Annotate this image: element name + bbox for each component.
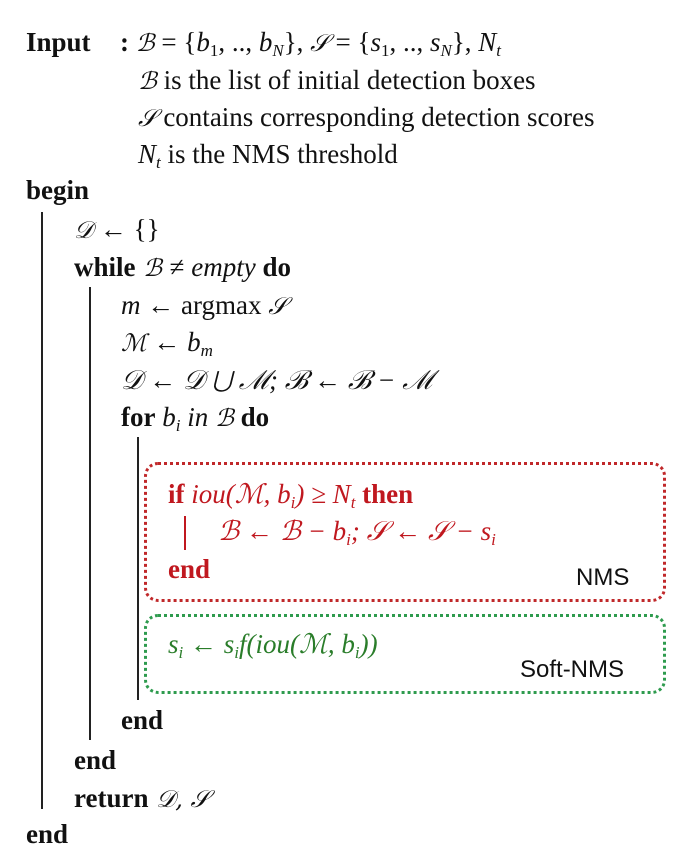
scope-line-if bbox=[184, 516, 186, 550]
while-line: while ℬ ≠ empty do bbox=[74, 251, 291, 284]
subscript: i bbox=[175, 416, 181, 435]
input-separator: : bbox=[120, 27, 130, 57]
decay-fn: )) bbox=[359, 629, 378, 659]
soft-nms-tag: Soft-NMS bbox=[520, 656, 625, 683]
text: }, bbox=[451, 27, 479, 57]
set-b-symbol: ℬ bbox=[214, 404, 234, 432]
in-keyword: in bbox=[180, 402, 215, 432]
max-box-symbol: ℳ bbox=[121, 329, 147, 357]
subscript: t bbox=[350, 493, 356, 512]
for-line: for bi in ℬ do bbox=[121, 401, 269, 434]
index-var: m bbox=[121, 290, 141, 320]
input-desc-boxes: ℬ is the list of initial detection boxes bbox=[138, 64, 536, 97]
set-s-symbol: 𝒮 bbox=[268, 292, 287, 320]
subscript: 1 bbox=[209, 41, 219, 60]
set-b-symbol: ℬ bbox=[135, 254, 170, 282]
neq-symbol: ≠ bbox=[169, 252, 192, 282]
assign-arrow: ← bbox=[140, 290, 181, 320]
nms-body-line: ℬ ← ℬ − bi; 𝒮 ← 𝒮 − si bbox=[218, 515, 496, 549]
description-text: contains corresponding detection scores bbox=[156, 102, 595, 132]
scope-line-while bbox=[89, 287, 91, 740]
nms-end-keyword: end bbox=[168, 554, 211, 584]
subscript: i bbox=[491, 530, 496, 549]
for-keyword: for bbox=[121, 402, 156, 432]
return-line: return 𝒟, 𝒮 bbox=[74, 782, 209, 815]
text: , .., bbox=[389, 27, 430, 57]
remove-score-stmt: ; 𝒮 ← 𝒮 − s bbox=[350, 516, 492, 546]
subscript: t bbox=[156, 153, 161, 172]
if-keyword: if bbox=[168, 479, 185, 509]
init-line: 𝒟 ← {} bbox=[74, 213, 160, 246]
argmax-line: m ← argmax 𝒮 bbox=[121, 289, 287, 322]
argmax-fn: argmax bbox=[181, 290, 269, 320]
empty-set: {} bbox=[133, 214, 160, 244]
return-keyword: return bbox=[74, 783, 149, 813]
text: }, bbox=[283, 27, 311, 57]
subscript: i bbox=[346, 530, 351, 549]
box-var: b bbox=[155, 402, 176, 432]
input-line: Input : ℬ = {b1, .., bN}, 𝒮 = {s1, .., s… bbox=[26, 26, 501, 59]
assign-arrow: ← bbox=[93, 214, 134, 244]
threshold-symbol: N bbox=[138, 139, 157, 169]
text: b bbox=[196, 27, 210, 57]
text: , .., bbox=[218, 27, 259, 57]
subscript: t bbox=[496, 41, 502, 60]
subscript: N bbox=[272, 41, 284, 60]
then-keyword: then bbox=[355, 479, 414, 509]
iou-condition: ) ≥ N bbox=[295, 479, 351, 509]
subscript: m bbox=[200, 341, 213, 360]
set-b-symbol: ℬ bbox=[135, 29, 155, 57]
nms-if-line: if iou(ℳ, bi) ≥ Nt then bbox=[168, 478, 414, 512]
subscript: i bbox=[178, 643, 184, 662]
end-for-keyword: end bbox=[121, 705, 164, 735]
description-text: is the list of initial detection boxes bbox=[156, 65, 536, 95]
decay-fn: f(iou(ℳ, b bbox=[239, 629, 355, 659]
input-label: Input bbox=[26, 27, 91, 57]
set-s-symbol: 𝒮 bbox=[310, 29, 329, 57]
begin-keyword: begin bbox=[26, 175, 90, 205]
do-keyword: do bbox=[255, 252, 291, 282]
subscript: i bbox=[290, 493, 296, 512]
empty-text: empty bbox=[191, 252, 256, 282]
nms-block bbox=[144, 462, 666, 602]
subscript: 1 bbox=[380, 41, 390, 60]
input-desc-threshold: Nt is the NMS threshold bbox=[138, 138, 398, 172]
nms-tag: NMS bbox=[576, 564, 630, 591]
update-line: 𝒟 ← 𝒟 ⋃ ℳ; ℬ ← ℬ − ℳ bbox=[121, 365, 433, 395]
do-keyword: do bbox=[233, 402, 270, 432]
set-b-symbol: ℬ bbox=[138, 67, 157, 95]
scope-line-begin bbox=[41, 212, 43, 809]
text: N bbox=[478, 27, 497, 57]
soft-nms-block bbox=[144, 614, 666, 694]
text: = { bbox=[328, 27, 371, 57]
end-keyword: end bbox=[26, 819, 69, 849]
text: s bbox=[429, 27, 441, 57]
assign-arrow: ← bbox=[146, 327, 188, 357]
score-var: s bbox=[168, 629, 179, 659]
remove-box-stmt: ℬ ← ℬ − b bbox=[218, 516, 347, 546]
subscript: i bbox=[354, 643, 360, 662]
assign-arrow: ← s bbox=[183, 629, 235, 659]
scope-line-for bbox=[137, 437, 139, 700]
input-desc-scores: 𝒮 contains corresponding detection score… bbox=[138, 101, 594, 134]
text: = { bbox=[154, 27, 197, 57]
select-line: ℳ ← bm bbox=[121, 326, 213, 359]
text: b bbox=[258, 27, 273, 57]
box-var: b bbox=[187, 327, 201, 357]
return-values: 𝒟, 𝒮 bbox=[148, 785, 210, 813]
text: s bbox=[370, 27, 381, 57]
subscript: N bbox=[440, 41, 452, 60]
end-while-keyword: end bbox=[74, 745, 117, 775]
subscript: i bbox=[234, 643, 239, 662]
set-d-symbol: 𝒟 bbox=[74, 216, 94, 244]
description-text: is the NMS threshold bbox=[160, 139, 398, 169]
set-s-symbol: 𝒮 bbox=[138, 104, 157, 132]
soft-nms-line: si ← sif(iou(ℳ, bi)) bbox=[168, 628, 378, 662]
iou-condition: iou(ℳ, b bbox=[184, 479, 291, 509]
while-keyword: while bbox=[74, 252, 136, 282]
